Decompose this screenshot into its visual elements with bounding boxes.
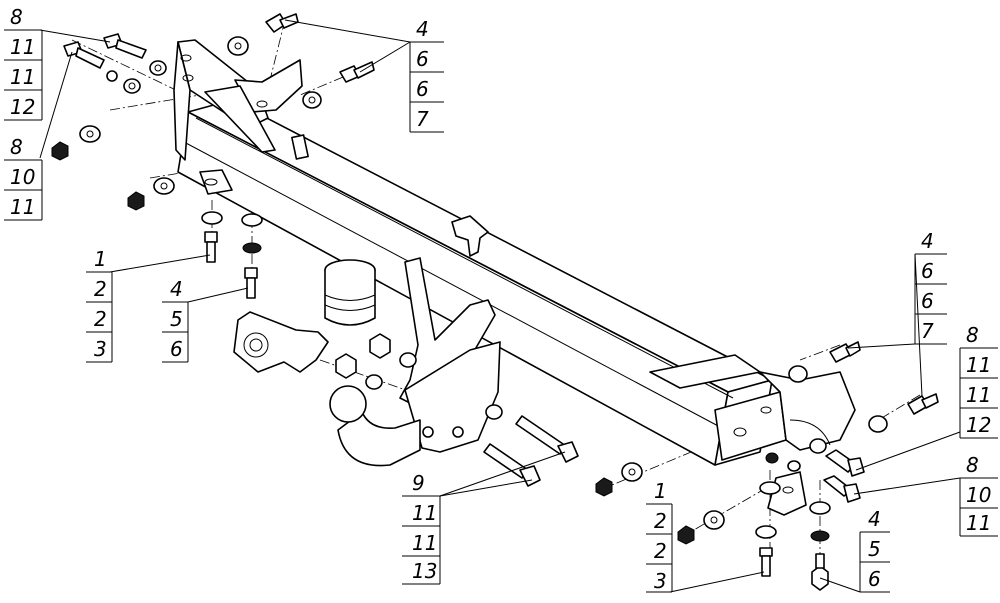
callout-label: 4 bbox=[868, 507, 881, 531]
callout-right-b: 8 11 11 12 bbox=[959, 323, 998, 439]
right-side-bracket bbox=[649, 354, 856, 516]
bolt-icon bbox=[825, 449, 865, 477]
callout-label: 10 bbox=[966, 483, 991, 507]
callout-label: 6 bbox=[921, 289, 934, 313]
callout-label: 6 bbox=[170, 337, 183, 361]
callout-label: 7 bbox=[921, 319, 934, 343]
callout-label: 4 bbox=[921, 229, 934, 253]
callout-label: 5 bbox=[170, 307, 183, 331]
callout-right-a: 4 6 6 7 bbox=[914, 229, 947, 345]
callout-label: 2 bbox=[654, 509, 667, 533]
callout-label: 11 bbox=[10, 65, 35, 89]
bolt-icon bbox=[265, 13, 299, 33]
bolt-icon bbox=[811, 553, 829, 591]
callout-left-a: 1 2 2 3 bbox=[86, 247, 113, 363]
tow-ball bbox=[329, 385, 367, 423]
callout-bot-b: 4 5 6 bbox=[859, 507, 890, 593]
callout-label: 5 bbox=[868, 537, 881, 561]
callout-top-mid: 4 6 6 7 bbox=[409, 17, 444, 133]
callout-label: 8 bbox=[966, 323, 979, 347]
callout-label: 8 bbox=[10, 135, 23, 159]
chain-hook-bracket bbox=[451, 215, 489, 257]
callout-label: 13 bbox=[412, 559, 437, 583]
callout-label: 2 bbox=[654, 539, 667, 563]
callout-label: 12 bbox=[10, 95, 35, 119]
callout-center: 9 11 11 13 bbox=[402, 471, 441, 585]
callout-label: 11 bbox=[412, 501, 437, 525]
callout-label: 3 bbox=[654, 569, 667, 593]
callout-tl-bot: 8 10 11 bbox=[4, 135, 43, 221]
left-side-bracket bbox=[173, 39, 303, 195]
callout-label: 11 bbox=[10, 35, 35, 59]
bolt-icon bbox=[829, 341, 861, 363]
hitch-assembly bbox=[329, 257, 501, 467]
callout-tl-top: 8 11 11 12 bbox=[4, 5, 43, 121]
ball-cover-cap bbox=[324, 259, 376, 326]
callout-label: 7 bbox=[416, 107, 429, 131]
callout-label: 3 bbox=[94, 337, 107, 361]
bolt-icon bbox=[103, 33, 147, 59]
bolt-icon bbox=[823, 475, 861, 503]
callout-label: 10 bbox=[10, 165, 35, 189]
bolt-icon bbox=[759, 547, 773, 577]
ball-neck bbox=[337, 411, 421, 467]
callout-label: 8 bbox=[10, 5, 23, 29]
bolt-icon bbox=[515, 415, 579, 463]
callout-label: 11 bbox=[412, 531, 437, 555]
callout-right-c: 8 10 11 bbox=[959, 453, 998, 537]
fasteners bbox=[51, 13, 939, 591]
callout-label: 11 bbox=[966, 383, 991, 407]
callout-label: 6 bbox=[921, 259, 934, 283]
callout-label: 2 bbox=[94, 307, 107, 331]
callout-label: 4 bbox=[170, 277, 183, 301]
callout-label: 11 bbox=[966, 511, 991, 535]
bolt-icon bbox=[244, 267, 258, 299]
bolt-icon bbox=[63, 41, 105, 69]
callout-label: 1 bbox=[654, 479, 667, 503]
callout-bot-a: 1 2 2 3 bbox=[646, 479, 673, 593]
bolt-icon bbox=[204, 231, 218, 263]
callout-label: 6 bbox=[416, 77, 429, 101]
callout-label: 8 bbox=[966, 453, 979, 477]
callout-label: 2 bbox=[94, 277, 107, 301]
bolt-icon bbox=[339, 61, 375, 83]
socket-bracket bbox=[233, 311, 329, 373]
callout-label: 1 bbox=[94, 247, 107, 271]
callout-label: 12 bbox=[966, 413, 991, 437]
callout-label: 11 bbox=[966, 353, 991, 377]
callout-left-b: 4 5 6 bbox=[162, 277, 189, 363]
callout-label: 6 bbox=[868, 567, 881, 591]
callout-label: 9 bbox=[412, 471, 425, 495]
leader-lines bbox=[39, 19, 961, 593]
callout-label: 4 bbox=[416, 17, 429, 41]
top-plate bbox=[291, 134, 309, 160]
callout-label: 6 bbox=[416, 47, 429, 71]
callout-label: 11 bbox=[10, 195, 35, 219]
bolt-icon bbox=[907, 393, 939, 415]
